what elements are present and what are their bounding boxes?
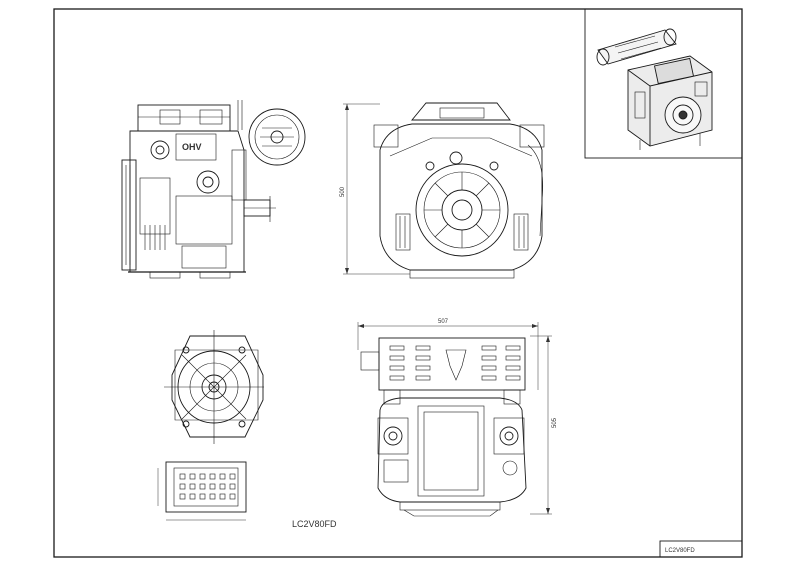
dimension-rear-height: 505 <box>530 335 558 515</box>
air-cleaner <box>248 108 306 166</box>
sheet-border <box>53 8 743 558</box>
dimension-rear-height-label: 505 <box>552 417 558 428</box>
ohv-logo-text: OHV <box>182 142 202 152</box>
dimension-front-height: 500 <box>340 103 410 275</box>
dimension-rear-width: 507 <box>357 319 539 390</box>
isometric-view <box>584 8 743 159</box>
front-view: 500 <box>340 102 545 279</box>
title-block: LC2V80FD <box>659 540 743 558</box>
side-view: OHV <box>121 100 306 279</box>
dimension-front-height-label: 500 <box>340 186 346 197</box>
model-label: LC2V80FD <box>292 519 337 529</box>
rear-view: 507 505 <box>357 319 558 517</box>
title-block-text: LC2V80FD <box>665 548 695 554</box>
dimension-rear-width-label: 507 <box>438 319 449 325</box>
base-plan-view <box>164 330 264 444</box>
mounting-plate-view <box>157 461 247 521</box>
